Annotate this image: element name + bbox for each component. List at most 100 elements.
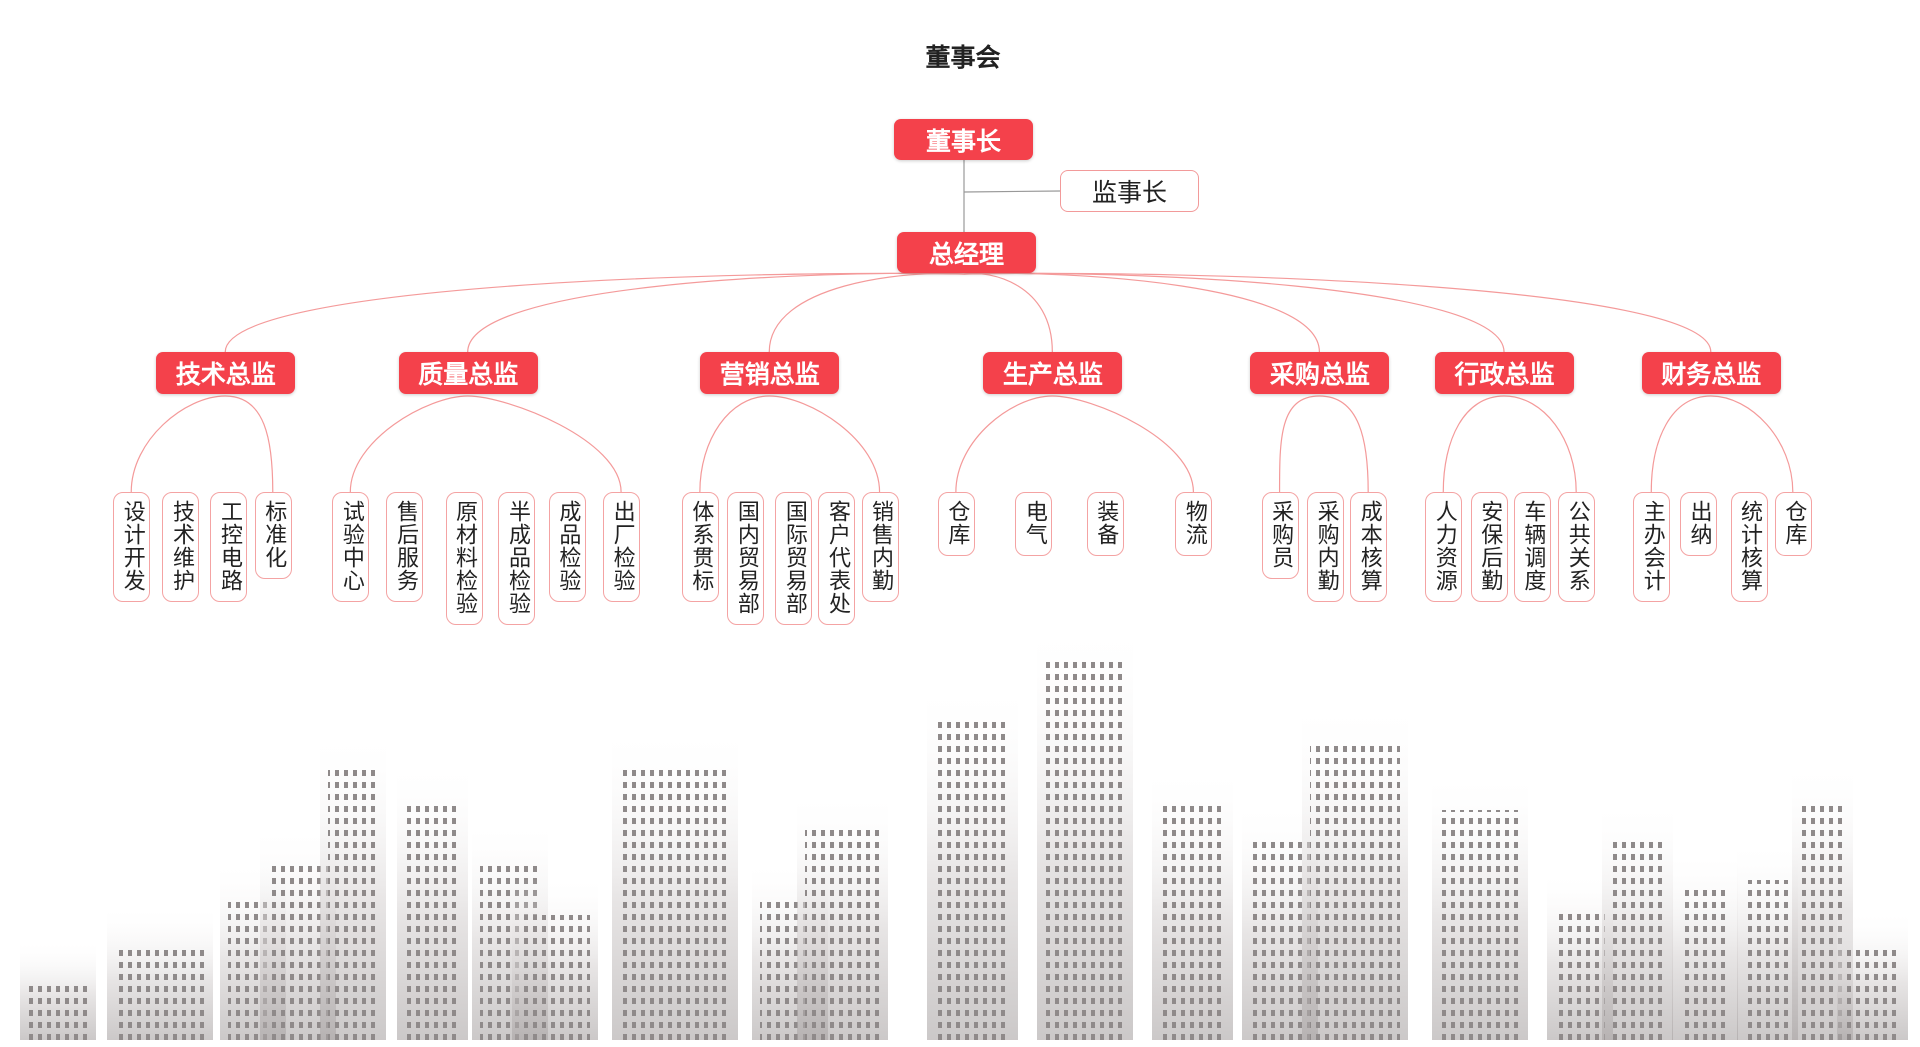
unit-node[interactable]: 仓库 [1774, 492, 1812, 556]
unit-node[interactable]: 工控电路 [210, 492, 248, 602]
unit-label: 仓库 [1781, 500, 1807, 546]
unit-label: 试验中心 [338, 500, 364, 592]
unit-label: 国际贸易部 [781, 500, 807, 615]
unit-label: 采购内勤 [1313, 500, 1339, 592]
director-node[interactable]: 营销总监 [700, 352, 840, 394]
unit-node[interactable]: 仓库 [937, 492, 975, 556]
unit-label: 出纳 [1686, 500, 1712, 546]
unit-node[interactable]: 安保后勤 [1470, 492, 1508, 602]
branch-line-director [963, 272, 1712, 353]
unit-label: 人力资源 [1431, 500, 1457, 592]
branch-line-director [768, 272, 965, 353]
unit-label: 成品检验 [555, 500, 581, 592]
unit-node[interactable]: 国内贸易部 [727, 492, 765, 625]
unit-node[interactable]: 出纳 [1680, 492, 1718, 556]
unit-node[interactable]: 成本核算 [1350, 492, 1388, 602]
director-node[interactable]: 行政总监 [1435, 352, 1575, 394]
branch-arc-units [955, 395, 1195, 493]
unit-node[interactable]: 出厂检验 [603, 492, 641, 602]
building [1602, 800, 1673, 1040]
unit-label: 装备 [1093, 500, 1119, 546]
unit-node[interactable]: 统计核算 [1730, 492, 1768, 602]
building [927, 680, 1018, 1040]
unit-label: 采购员 [1268, 500, 1294, 569]
building [1737, 840, 1798, 1040]
building [397, 760, 468, 1040]
unit-node[interactable]: 客户代表处 [818, 492, 856, 625]
building [1302, 700, 1408, 1040]
branch-arc-units [130, 395, 274, 493]
branch-arc-units [1442, 395, 1577, 493]
branch-arc-units [1278, 395, 1369, 493]
board-title: 董事会 [925, 43, 1001, 72]
supervisor-node[interactable]: 监事长 [1060, 170, 1199, 212]
unit-node[interactable]: 公共关系 [1558, 492, 1596, 602]
chairman-node[interactable]: 董事长 [894, 119, 1033, 160]
unit-node[interactable]: 销售内勤 [861, 492, 899, 602]
unit-node[interactable]: 电气 [1015, 492, 1053, 556]
director-node[interactable]: 技术总监 [156, 352, 296, 394]
trunk-line-supervisor [963, 190, 1061, 193]
unit-label: 售后服务 [392, 500, 418, 592]
unit-node[interactable]: 设计开发 [113, 492, 151, 602]
director-node[interactable]: 财务总监 [1641, 352, 1781, 394]
building [1672, 850, 1738, 1040]
unit-node[interactable]: 试验中心 [332, 492, 370, 602]
unit-label: 成本核算 [1356, 500, 1382, 592]
building [797, 790, 888, 1040]
building [107, 905, 213, 1040]
unit-node[interactable]: 国际贸易部 [775, 492, 813, 625]
unit-node[interactable]: 车辆调度 [1513, 492, 1551, 602]
building [20, 940, 96, 1040]
unit-label: 主办会计 [1639, 500, 1665, 592]
building [1837, 910, 1908, 1040]
branch-line-director [467, 272, 965, 353]
unit-node[interactable]: 原材料检验 [445, 492, 483, 625]
unit-node[interactable]: 半成品检验 [498, 492, 536, 625]
unit-label: 标准化 [261, 500, 287, 569]
unit-label: 物流 [1181, 500, 1207, 546]
branch-arc-units [349, 395, 622, 493]
unit-node[interactable]: 技术维护 [162, 492, 200, 602]
building [1432, 770, 1528, 1040]
unit-label: 仓库 [944, 500, 970, 546]
unit-label: 原材料检验 [452, 500, 478, 615]
unit-node[interactable]: 主办会计 [1633, 492, 1671, 602]
building [512, 875, 598, 1040]
branch-arc-units [1650, 395, 1794, 493]
building [1152, 765, 1233, 1040]
unit-label: 销售内勤 [868, 500, 894, 592]
unit-label: 工控电路 [216, 500, 242, 592]
unit-label: 公共关系 [1564, 500, 1590, 592]
unit-node[interactable]: 采购内勤 [1307, 492, 1345, 602]
director-node[interactable]: 采购总监 [1250, 352, 1390, 394]
unit-label: 客户代表处 [824, 500, 850, 615]
unit-label: 安保后勤 [1477, 500, 1503, 592]
branch-line-director [963, 272, 1053, 353]
director-node[interactable]: 生产总监 [983, 352, 1123, 394]
branch-arc-units [699, 395, 881, 493]
director-node[interactable]: 质量总监 [398, 352, 538, 394]
unit-node[interactable]: 标准化 [254, 492, 292, 579]
unit-node[interactable]: 物流 [1175, 492, 1213, 556]
unit-node[interactable]: 体系贯标 [681, 492, 719, 602]
unit-label: 国内贸易部 [733, 500, 759, 615]
unit-label: 技术维护 [168, 500, 194, 592]
unit-node[interactable]: 成品检验 [548, 492, 586, 602]
unit-label: 半成品检验 [504, 500, 530, 615]
building [612, 725, 738, 1040]
unit-label: 体系贯标 [688, 500, 714, 592]
building [320, 730, 386, 1040]
unit-node[interactable]: 人力资源 [1425, 492, 1463, 602]
unit-label: 车辆调度 [1520, 500, 1546, 592]
unit-label: 电气 [1021, 500, 1047, 546]
unit-node[interactable]: 采购员 [1261, 492, 1299, 579]
general-manager-node[interactable]: 总经理 [897, 232, 1036, 273]
branch-line-director [224, 272, 965, 353]
branch-line-director [963, 272, 1505, 353]
building [1037, 620, 1133, 1040]
unit-node[interactable]: 售后服务 [386, 492, 424, 602]
unit-node[interactable]: 装备 [1086, 492, 1124, 556]
